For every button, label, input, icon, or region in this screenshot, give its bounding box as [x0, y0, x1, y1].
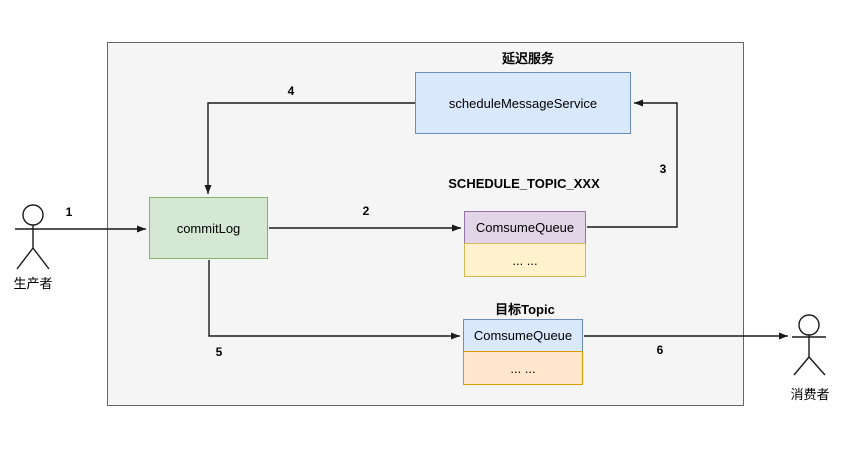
consumer-actor-icon	[792, 314, 826, 376]
edge-label-1: 1	[65, 205, 73, 219]
node-consume-queue-schedule-more-label: ... ...	[512, 252, 538, 268]
node-consume-queue-schedule: ComsumeQueue	[464, 211, 586, 244]
edge-label-4: 4	[287, 84, 295, 98]
target-topic-title: 目标Topic	[495, 302, 555, 317]
producer-label: 生产者	[13, 276, 53, 291]
node-schedule-message-service-label: scheduleMessageService	[448, 95, 598, 111]
node-consume-queue-target-label: ComsumeQueue	[473, 328, 573, 343]
node-commit-log: commitLog	[149, 197, 268, 259]
node-consume-queue-target-more-label: ... ...	[510, 360, 536, 376]
edge-label-6: 6	[656, 343, 664, 357]
schedule-topic-title: SCHEDULE_TOPIC_XXX	[448, 176, 600, 191]
node-consume-queue-schedule-more: ... ...	[464, 243, 586, 277]
node-consume-queue-target-more: ... ...	[463, 351, 583, 385]
node-commit-log-label: commitLog	[176, 220, 241, 236]
node-consume-queue-target: ComsumeQueue	[463, 319, 583, 352]
consumer-label: 消费者	[790, 387, 830, 402]
producer-actor-icon	[15, 204, 50, 270]
edge-label-2: 2	[362, 204, 370, 218]
node-consume-queue-schedule-label: ComsumeQueue	[475, 220, 575, 235]
edge-label-3: 3	[659, 162, 667, 176]
edge-label-5: 5	[215, 345, 223, 359]
node-schedule-message-service: scheduleMessageService	[415, 72, 631, 134]
delay-service-title: 延迟服务	[501, 51, 554, 66]
